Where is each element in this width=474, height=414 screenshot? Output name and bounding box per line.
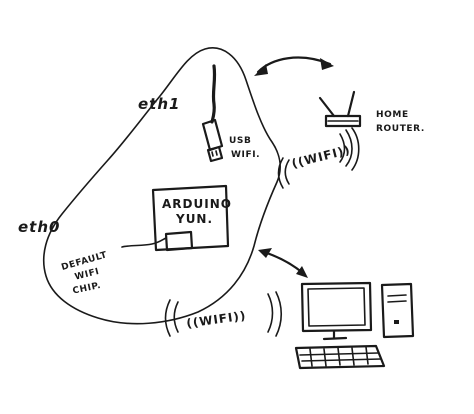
label-eth1: eth1 <box>138 95 180 113</box>
label-arduino-line2: YUN. <box>175 212 213 226</box>
arrow-usb-router <box>254 56 334 76</box>
label-eth0: eth0 <box>18 218 60 236</box>
label-default-chip-line3: CHIP. <box>72 281 102 297</box>
wifi-signal-right <box>277 127 360 189</box>
label-home-router-line2: ROUTER. <box>376 124 425 134</box>
label-wifi-right: ((WIFI)) <box>290 143 352 171</box>
pointer-default-chip <box>121 237 167 248</box>
label-home-router-line1: HOME <box>376 110 409 120</box>
router-icon <box>318 90 362 128</box>
label-arduino-line1: ARDUINO <box>162 197 232 211</box>
label-default-chip-line2: WIFI <box>74 267 101 283</box>
arduino-board-icon <box>151 184 230 252</box>
label-usb-wifi-line2: WIFI. <box>231 150 260 160</box>
label-usb-wifi-line1: USB <box>229 136 251 146</box>
wifi-signal-bottom <box>164 291 283 337</box>
network-blob-outline <box>42 47 281 325</box>
label-wifi-bottom: ((WIFI)) <box>185 308 247 330</box>
arrow-board-computer <box>258 248 308 278</box>
desktop-computer-icon <box>294 281 415 370</box>
usb-wifi-dongle-icon <box>201 64 224 163</box>
